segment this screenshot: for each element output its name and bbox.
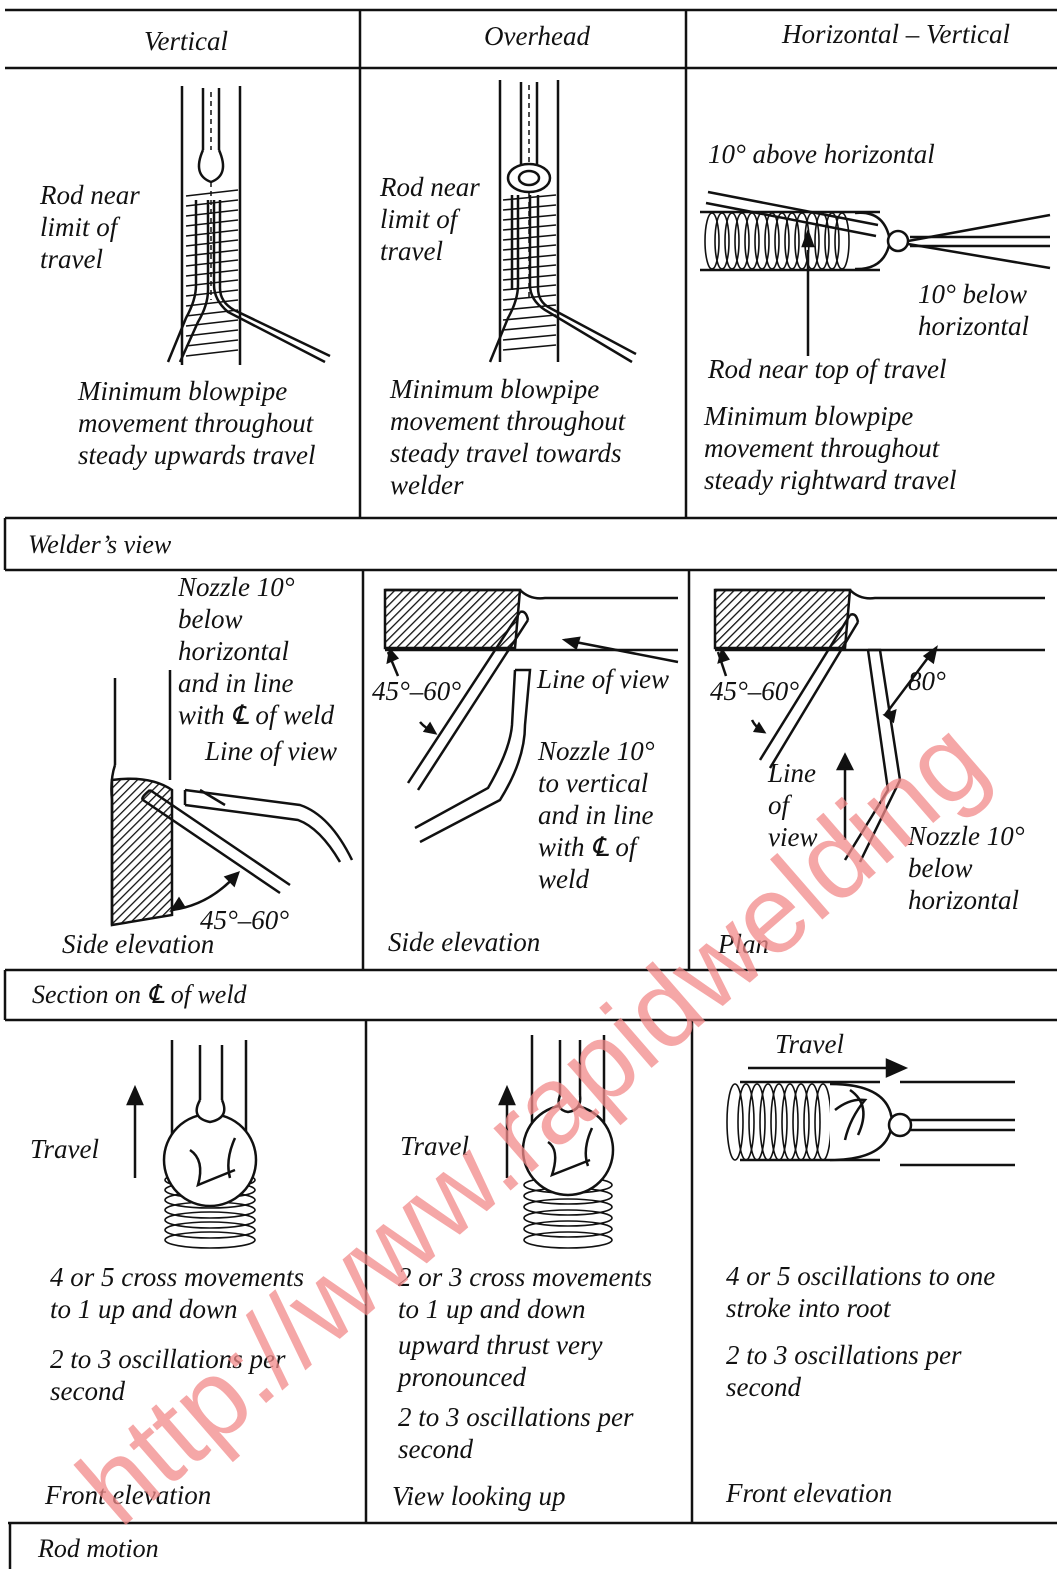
svg-text:steady rightward travel: steady rightward travel <box>704 465 956 495</box>
vertical-view-label: Side elevation <box>62 929 214 959</box>
overhead-caption: Minimum blowpipe movement throughout ste… <box>389 374 627 500</box>
svg-text:steady travel towards: steady travel towards <box>390 438 621 468</box>
horizontal-angle2-label: 80° <box>908 666 946 696</box>
svg-text:Minimum blowpipe: Minimum blowpipe <box>77 376 287 406</box>
svg-text:limit of: limit of <box>40 212 121 242</box>
svg-text:travel: travel <box>380 236 443 266</box>
svg-text:movement throughout: movement throughout <box>704 433 941 463</box>
vertical-caption: Minimum blowpipe movement throughout ste… <box>77 376 315 470</box>
svg-text:Rod near: Rod near <box>39 180 140 210</box>
overhead-line-of-view-label: Line of view <box>536 664 669 694</box>
svg-text:with ℄ of: with ℄ of <box>538 832 640 862</box>
svg-text:and in line: and in line <box>538 800 654 830</box>
svg-text:movement throughout: movement throughout <box>78 408 315 438</box>
vertical-weld-drawing <box>168 86 330 365</box>
horizontal-travel-label: Travel <box>775 1029 844 1059</box>
horizontal-rod-motion-notes: 4 or 5 oscillations to one stroke into r… <box>726 1261 995 1402</box>
svg-text:limit of: limit of <box>380 204 461 234</box>
svg-text:to vertical: to vertical <box>538 768 648 798</box>
svg-text:Rod near: Rod near <box>379 172 480 202</box>
svg-text:Line: Line <box>767 758 816 788</box>
vertical-rod-label: Rod near limit of travel <box>39 180 140 274</box>
overhead-view-label: Side elevation <box>388 927 540 957</box>
svg-text:horizontal: horizontal <box>908 885 1019 915</box>
svg-text:upward thrust very: upward thrust very <box>398 1330 603 1360</box>
svg-text:Minimum blowpipe: Minimum blowpipe <box>703 401 913 431</box>
horizontal-front-elevation-label: Front elevation <box>725 1478 892 1508</box>
svg-text:travel: travel <box>40 244 103 274</box>
svg-text:pronounced: pronounced <box>396 1362 526 1392</box>
horizontal-angle-label: 45°–60° <box>710 676 799 706</box>
horizontal-caption: Minimum blowpipe movement throughout ste… <box>703 401 956 495</box>
svg-text:second: second <box>726 1372 801 1402</box>
overhead-view-looking-up-label: View looking up <box>392 1481 565 1511</box>
horizontal-rod-motion-drawing <box>727 1060 1015 1165</box>
svg-text:second: second <box>50 1376 125 1406</box>
overhead-weld-drawing <box>490 80 636 362</box>
overhead-nozzle-label: Nozzle 10° to vertical and in line with … <box>537 736 655 894</box>
horizontal-rod-label: Rod near top of travel <box>707 354 946 384</box>
overhead-rod-label: Rod near limit of travel <box>379 172 480 266</box>
svg-text:Nozzle 10°: Nozzle 10° <box>177 572 295 602</box>
svg-text:to 1 up and down: to 1 up and down <box>398 1294 586 1324</box>
svg-text:Nozzle 10°: Nozzle 10° <box>537 736 655 766</box>
horizontal-above-label: 10° above horizontal <box>708 139 935 169</box>
svg-text:to 1 up and down: to 1 up and down <box>50 1294 238 1324</box>
svg-text:stroke into root: stroke into root <box>726 1293 892 1323</box>
svg-text:movement throughout: movement throughout <box>390 406 627 436</box>
svg-text:and in line: and in line <box>178 668 294 698</box>
vertical-travel-label: Travel <box>30 1134 99 1164</box>
svg-text:second: second <box>398 1434 473 1464</box>
vertical-line-of-view-label: Line of view <box>204 736 337 766</box>
header-horizontal-vertical: Horizontal – Vertical <box>781 19 1010 49</box>
svg-text:welder: welder <box>390 470 464 500</box>
svg-text:with ℄ of weld: with ℄ of weld <box>178 700 335 730</box>
overhead-rod-motion-notes: 2 or 3 cross movements to 1 up and down … <box>396 1262 652 1464</box>
section-label-welders-view: Welder’s view <box>28 530 172 559</box>
overhead-angle-label: 45°–60° <box>372 676 461 706</box>
vertical-nozzle-label: Nozzle 10° below horizontal and in line … <box>177 572 335 730</box>
header-vertical: Vertical <box>144 26 228 56</box>
svg-text:weld: weld <box>538 864 589 894</box>
svg-text:10° below: 10° below <box>918 279 1027 309</box>
header-overhead: Overhead <box>484 21 590 51</box>
svg-text:2 to 3 oscillations per: 2 to 3 oscillations per <box>726 1340 962 1370</box>
svg-text:Minimum blowpipe: Minimum blowpipe <box>389 374 599 404</box>
svg-text:of: of <box>768 790 793 820</box>
svg-text:4 or 5 oscillations to one: 4 or 5 oscillations to one <box>726 1261 995 1291</box>
svg-text:2 to 3 oscillations per: 2 to 3 oscillations per <box>398 1402 634 1432</box>
svg-text:horizontal: horizontal <box>918 311 1029 341</box>
section-label-section-on-weld: Section on ℄ of weld <box>32 980 248 1009</box>
svg-text:steady upwards travel: steady upwards travel <box>78 440 315 470</box>
horizontal-below-label: 10° below horizontal <box>918 279 1029 341</box>
svg-text:horizontal: horizontal <box>178 636 289 666</box>
svg-text:below: below <box>178 604 243 634</box>
vertical-rod-motion-drawing <box>128 1040 256 1248</box>
